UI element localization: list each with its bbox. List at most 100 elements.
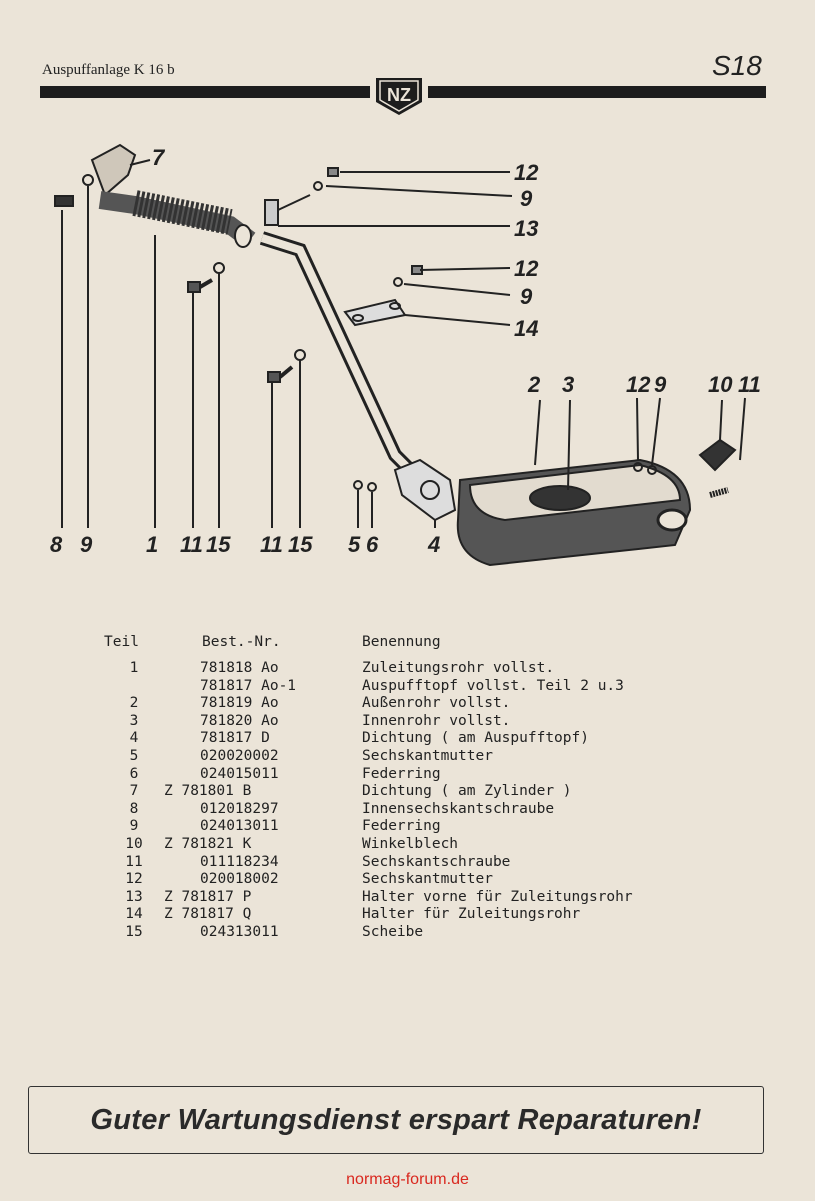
- benennung-cell: Zuleitungsrohr vollst.: [362, 660, 555, 676]
- slogan-box: Guter Wartungsdienst erspart Reparaturen…: [28, 1086, 764, 1154]
- teil-cell: 13: [125, 888, 143, 905]
- teil-cell: 1: [129, 660, 139, 676]
- section-title: Auspuffanlage K 16 b: [42, 62, 175, 78]
- callout-11c: 11: [260, 532, 283, 557]
- parts-table: Teil Best.-Nr. Benennung 1 781818 Ao Zulei…: [104, 632, 633, 942]
- callout-9b: 9: [520, 284, 533, 309]
- best-nr-cell: 012018297: [200, 800, 279, 817]
- table-row: 13 Z 781817 P Halter vorne für Zuleitungsr…: [104, 888, 633, 907]
- benennung-cell: Scheibe: [362, 923, 424, 940]
- teil-cell: [104, 678, 164, 696]
- best-nr-cell: 024313011: [200, 923, 279, 940]
- callout-6: 6: [366, 532, 379, 557]
- benennung-cell: Sechskantschraube: [362, 853, 511, 870]
- teil-cell: 11: [125, 853, 143, 870]
- benennung-cell: Dichtung ( am Auspufftopf): [362, 730, 589, 747]
- teil-cell: 2: [129, 695, 139, 712]
- teil-cell: 10: [125, 835, 143, 852]
- callout-9: 9: [520, 186, 533, 211]
- table-row: 1 781818 Ao Zuleitungsrohr vollst.: [104, 660, 633, 678]
- teil-cell: 5: [129, 747, 139, 764]
- callout-7: 7: [152, 145, 165, 170]
- best-nr-cell: Z 781821 K: [164, 835, 252, 852]
- callout-13: 13: [514, 216, 539, 241]
- table-row: 4 781817 D Dichtung ( am Auspufftopf): [104, 730, 633, 748]
- header-benennung: Benennung: [362, 634, 441, 650]
- callout-5: 5: [348, 532, 361, 557]
- teil-cell: 12: [125, 871, 143, 888]
- benennung-cell: Dichtung ( am Zylinder ): [362, 783, 572, 800]
- table-row: 3 781820 Ao Innenrohr vollst.: [104, 713, 633, 731]
- best-nr-cell: 020018002: [200, 871, 279, 888]
- table-row: 11 011118234 Sechskantschraube: [104, 854, 633, 872]
- table-row: 14 Z 781817 Q Halter für Zuleitungsrohr: [104, 906, 633, 924]
- forum-watermark: normag-forum.de: [346, 1171, 469, 1188]
- benennung-cell: Federring: [362, 765, 441, 782]
- table-row: 6 024015011 Federring: [104, 766, 633, 784]
- callout-11: 11: [738, 372, 761, 397]
- table-row: 8 012018297 Innensechskantschraube: [104, 801, 633, 819]
- best-nr-cell: 024015011: [200, 765, 279, 782]
- table-row: 15 024313011 Scheibe: [104, 924, 633, 942]
- header-rule-left: [40, 86, 370, 98]
- benennung-cell: Innenrohr vollst.: [362, 712, 511, 729]
- callout-8: 8: [50, 532, 63, 557]
- best-nr-cell: 781817 D: [200, 730, 270, 747]
- benennung-cell: Halter für Zuleitungsrohr: [362, 906, 581, 923]
- best-nr-cell: 011118234: [200, 853, 279, 870]
- callout-11b: 11: [180, 532, 203, 557]
- callout-1: 1: [146, 532, 159, 557]
- best-nr-cell: Z 781817 Q: [164, 906, 252, 923]
- table-header: Teil Best.-Nr. Benennung: [104, 632, 633, 660]
- callout-9d: 9: [80, 532, 93, 557]
- callout-3: 3: [562, 372, 575, 397]
- best-nr-cell: 024013011: [200, 818, 279, 835]
- svg-text:NZ: NZ: [387, 85, 411, 105]
- table-row: 5 020020002 Sechskantmutter: [104, 748, 633, 766]
- callout-15b: 15: [288, 532, 313, 557]
- best-nr-cell: 781819 Ao: [200, 695, 279, 712]
- best-nr-cell: 781820 Ao: [200, 712, 279, 729]
- benennung-cell: Winkelblech: [362, 835, 459, 852]
- callout-9c: 9: [654, 372, 667, 397]
- benennung-cell: Außenrohr vollst.: [362, 695, 511, 712]
- table-row: 10 Z 781821 K Winkelblech: [104, 836, 633, 854]
- callout-2: 2: [528, 372, 541, 397]
- teil-cell: 7: [129, 783, 139, 800]
- callout-12: 12: [514, 160, 539, 185]
- best-nr-cell: 020020002: [200, 747, 279, 764]
- benennung-cell: Federring: [362, 818, 441, 835]
- teil-cell: 9: [129, 818, 139, 835]
- slogan: Guter Wartungsdienst erspart Reparaturen…: [90, 1103, 702, 1136]
- header-rule-right: [428, 86, 766, 98]
- table-row: 7 Z 781801 B Dichtung ( am Zylinder ): [104, 783, 633, 801]
- teil-cell: 14: [125, 906, 143, 923]
- teil-cell: 6: [129, 765, 139, 782]
- best-nr-cell: Z 781817 P: [164, 888, 252, 905]
- best-nr-cell: 781818 Ao: [200, 660, 279, 676]
- callout-14: 14: [514, 316, 539, 341]
- best-nr-cell: Z 781801 B: [164, 783, 252, 800]
- callout-4: 4: [428, 532, 441, 557]
- benennung-cell: Sechskantmutter: [362, 871, 493, 888]
- teil-cell: 4: [129, 730, 139, 747]
- callout-12b: 12: [514, 256, 539, 281]
- callout-10: 10: [708, 372, 733, 397]
- table-row: 2 781819 Ao Außenrohr vollst.: [104, 695, 633, 713]
- exhaust-exploded-diagram: [54, 143, 746, 567]
- page-number: S18: [712, 50, 762, 81]
- benennung-cell: Innensechskantschraube: [362, 800, 555, 817]
- header-best-nr: Best.-Nr.: [202, 634, 281, 650]
- teil-cell: 8: [129, 800, 139, 817]
- best-nr-cell: 781817 Ao-1: [200, 677, 297, 694]
- callout-15: 15: [206, 532, 231, 557]
- teil-cell: 15: [125, 923, 143, 940]
- table-row: 12 020018002 Sechskantmutter: [104, 871, 633, 889]
- callout-12c: 12: [626, 372, 651, 397]
- teil-cell: 3: [129, 712, 139, 729]
- nz-logo-icon: NZ: [376, 78, 422, 115]
- table-row: 9 024013011 Federring: [104, 818, 633, 836]
- benennung-cell: Halter vorne für Zuleitungsrohr: [362, 888, 633, 905]
- benennung-cell: Sechskantmutter: [362, 747, 493, 764]
